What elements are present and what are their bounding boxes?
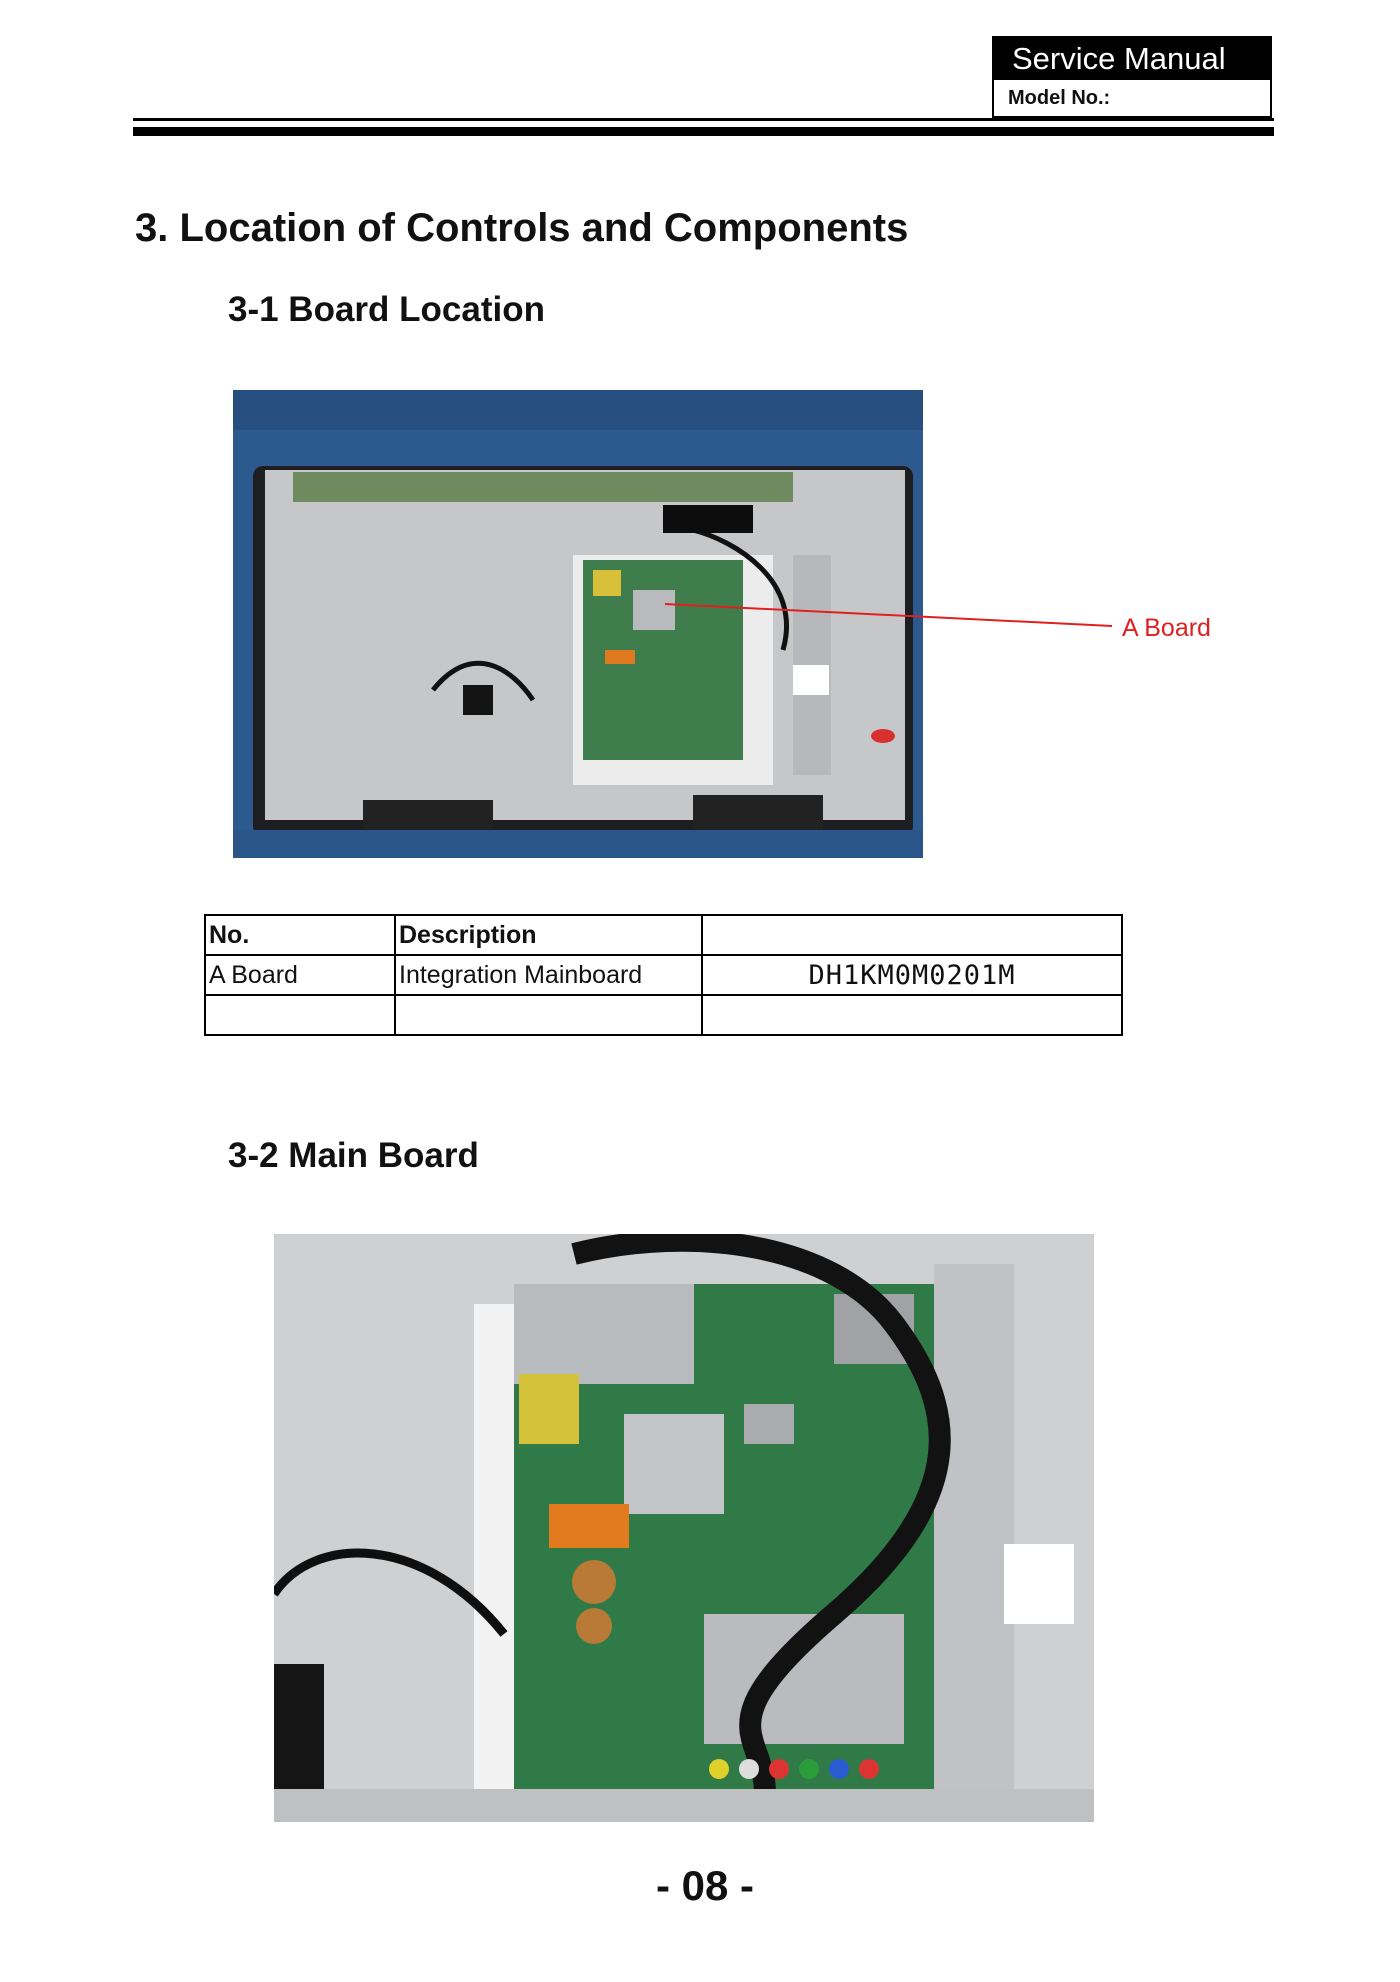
board-table: No. Description A Board Integration Main… <box>204 914 1123 1036</box>
model-number-label: Model No.: <box>1008 87 1111 109</box>
section-heading: 3. Location of Controls and Components <box>135 206 909 250</box>
table-header-row: No. Description <box>204 914 1123 956</box>
subsection-board-location: 3-1 Board Location <box>228 290 545 329</box>
subsection-main-board: 3-2 Main Board <box>228 1136 479 1175</box>
board-location-photo <box>233 390 923 858</box>
page-number: - 08 - <box>655 1862 755 1909</box>
table-row <box>204 994 1123 1036</box>
cell-part-number <box>701 994 1123 1036</box>
cell-part-number: DH1KM0M0201M <box>701 954 1123 996</box>
main-board-photo <box>274 1234 1094 1822</box>
header-cell-no: No. <box>204 914 396 956</box>
callout-label: A Board <box>1122 614 1211 642</box>
cell-board: A Board <box>204 954 396 996</box>
cell-description: Integration Mainboard <box>394 954 703 996</box>
header-cell-part <box>701 914 1123 956</box>
callout-leader-line <box>664 603 1113 627</box>
header-rule-thick <box>133 127 1274 136</box>
header-cell-description: Description <box>394 914 703 956</box>
cell-board <box>204 994 396 1036</box>
table-row: A Board Integration Mainboard DH1KM0M020… <box>204 954 1123 996</box>
cell-description <box>394 994 703 1036</box>
header-rule-thin <box>133 118 1274 121</box>
header-box: Service Manual Model No.: <box>992 36 1272 118</box>
manual-title: Service Manual <box>994 38 1270 80</box>
